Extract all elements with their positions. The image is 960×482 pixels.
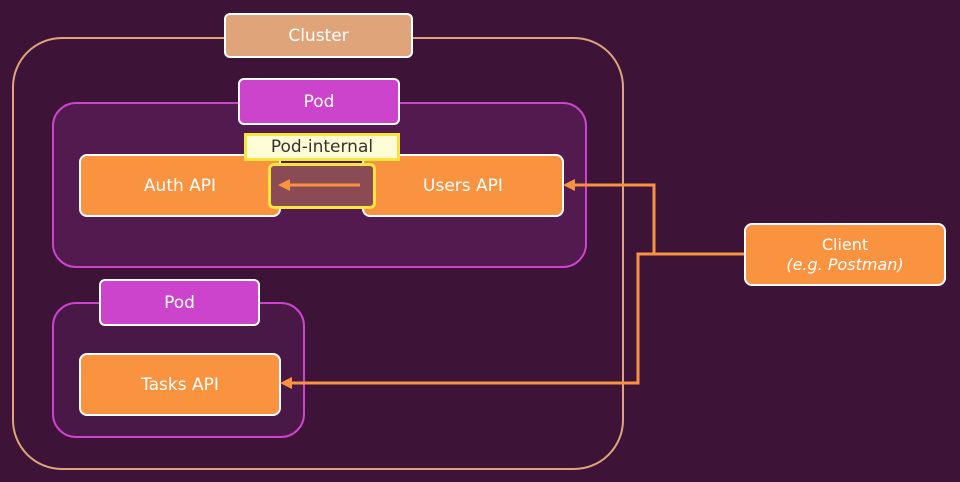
- cluster-label: Cluster: [224, 13, 413, 58]
- client-sublabel: (e.g. Postman): [786, 254, 904, 274]
- tasks-arrowhead: [280, 377, 292, 389]
- pod-internal-label: Pod-internal: [244, 133, 400, 161]
- client-box: Client (e.g. Postman): [744, 223, 946, 286]
- users-api-box: Users API: [362, 154, 564, 217]
- client-to-users-connector: [574, 183, 744, 256]
- auth-api-box: Auth API: [79, 154, 281, 217]
- tasks-api-box: Tasks API: [79, 353, 281, 416]
- auth-arrowhead: [278, 179, 290, 191]
- pod-label-2: Pod: [99, 279, 260, 326]
- client-label: Client: [821, 234, 869, 254]
- client-to-tasks-connector: [291, 252, 654, 385]
- pod-label-1: Pod: [238, 78, 400, 125]
- users-arrowhead: [563, 179, 575, 191]
